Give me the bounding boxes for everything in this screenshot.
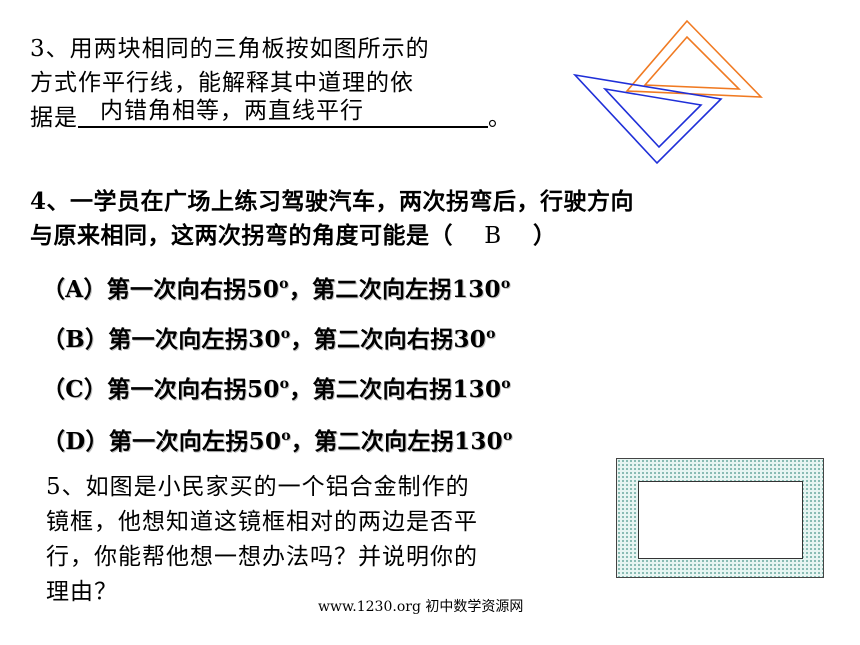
question-3: 3、用两块相同的三角板按如图所示的 方式作平行线，能解释其中道理的依 据是内错角… (30, 32, 530, 135)
q3-answer: 内错角相等，两直线平行 (100, 98, 364, 124)
option-text: ，第二次向右拐30 (290, 326, 487, 353)
footer-source: www.1230.org 初中数学资源网 (318, 599, 524, 615)
option-text: 第一次向右拐50 (106, 276, 280, 303)
option-label: （B） (42, 326, 109, 353)
q3-line-3-prefix: 据是 (30, 105, 78, 131)
degree-mark: o (279, 376, 290, 392)
option-label: （C） (42, 376, 108, 403)
q3-line-1: 3、用两块相同的三角板按如图所示的 (30, 36, 430, 62)
q3-line-3-suffix: 。 (488, 105, 512, 131)
question-5: 5、如图是小民家买的一个铝合金制作的 镜框，他想知道这镜框相对的两边是否平 行，… (46, 470, 576, 610)
q4-answer: B (484, 223, 502, 249)
q4-line-1: 4、一学员在广场上练习驾驶汽车，两次拐弯后，行驶方向 (30, 188, 635, 215)
option-text: 第一次向右拐50 (107, 376, 280, 403)
option-label: （D） (42, 428, 109, 455)
orange-triangle (625, 19, 763, 98)
blue-triangle (572, 73, 723, 165)
q3-answer-blank: 内错角相等，两直线平行 (78, 98, 488, 128)
degree-mark: o (501, 376, 511, 392)
option-text: 第一次向左拐50 (108, 428, 282, 455)
q4-option-a: （A）第一次向右拐50o，第二次向左拐130o (42, 270, 510, 304)
mirror-frame-opening (638, 481, 803, 559)
option-label: （A） (42, 276, 107, 303)
question-4: 4、一学员在广场上练习驾驶汽车，两次拐弯后，行驶方向 与原来相同，这两次拐弯的角… (30, 185, 830, 253)
degree-mark: o (279, 276, 289, 292)
q3-line-2: 方式作平行线，能解释其中道理的依 (30, 70, 414, 96)
degree-mark: o (486, 326, 496, 342)
q3-line-3: 据是内错角相等，两直线平行 。 (30, 98, 530, 135)
degree-mark: o (502, 428, 513, 444)
degree-mark: o (281, 428, 291, 444)
option-text: ，第二次向右拐130 (289, 376, 502, 403)
option-text: ，第二次向左拐130 (288, 276, 501, 303)
q4-line-2-suffix: ） (533, 222, 557, 249)
q4-line-2: 与原来相同，这两次拐弯的角度可能是（ B ） (30, 219, 830, 253)
q5-line-2: 镜框，他想知道这镜框相对的两边是否平 (46, 509, 478, 535)
q4-option-c: （C）第一次向右拐50o，第二次向右拐130o (42, 370, 511, 404)
q5-line-4: 理由？ (46, 579, 118, 605)
q5-line-1: 5、如图是小民家买的一个铝合金制作的 (46, 474, 470, 500)
q4-line-2-prefix: 与原来相同，这两次拐弯的角度可能是（ (30, 222, 453, 249)
degree-mark: o (280, 326, 291, 342)
triangle-set-squares-diagram (572, 19, 763, 165)
q4-option-b: （B）第一次向左拐30o，第二次向右拐30o (42, 320, 496, 354)
q4-option-d: （D）第一次向左拐50o，第二次向左拐130o (42, 422, 513, 456)
q5-line-3: 行，你能帮他想一想办法吗？并说明你的 (46, 544, 478, 570)
option-text: ，第二次向左拐130 (290, 428, 503, 455)
option-text: 第一次向左拐30 (108, 326, 281, 353)
degree-mark: o (500, 276, 511, 292)
